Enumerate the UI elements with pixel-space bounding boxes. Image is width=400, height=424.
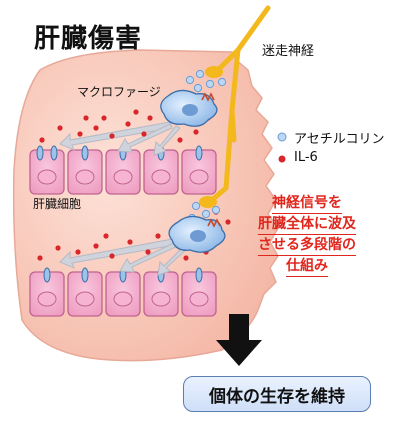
hepatocyte [67,271,103,317]
hepatocyte [105,149,141,195]
il6-dots [37,109,231,261]
hepatocyte [181,271,217,317]
hepatocyte [29,271,65,317]
down-arrow [216,314,262,366]
signal-arrows-2 [59,237,191,276]
receptor [50,145,58,161]
mechanism-note-line: 肝臓全体に波及 [258,215,356,235]
receptor [81,145,89,161]
receptor [81,267,89,283]
mechanism-note-line: させる多段階の [258,236,356,256]
mechanism-note-line: 神経信号を [272,194,342,214]
mechanism-note-line: 仕組み [286,257,328,277]
hepatocyte-label: 肝臓細胞 [33,197,82,211]
legend-il6-marker [278,155,286,163]
receptor [36,145,44,161]
macrophage-1 [160,89,218,127]
hepatocyte [181,149,217,195]
hepatocyte-row-1 [29,145,217,195]
macrophage-2 [168,215,226,253]
hepatocyte [105,271,141,317]
outcome-box: 個体の生存を維持 [183,376,371,412]
legend-acetylcholine-marker [277,132,287,142]
receptor [195,145,203,161]
legend-acetylcholine-label: アセチルコリン [294,132,385,147]
vagus-nerve-label: 迷走神経 [262,44,315,59]
hepatocyte [143,271,179,317]
nerve-terminals [199,66,223,208]
vagus-nerve [209,5,271,203]
legend-il6-label: IL-6 [294,150,318,165]
macrophage-label: マクロファージ [77,85,161,99]
receptor [195,267,203,283]
mechanism-note: 神経信号を 肝臓全体に波及 させる多段階の 仕組み [232,193,382,277]
outcome-text: 個体の生存を維持 [209,386,345,407]
diagram-title: 肝臓傷害 [34,24,143,54]
hepatocyte [29,149,65,195]
receptor [43,267,51,283]
signal-arrows-1 [59,121,181,156]
hepatocyte-row-2 [29,267,217,317]
